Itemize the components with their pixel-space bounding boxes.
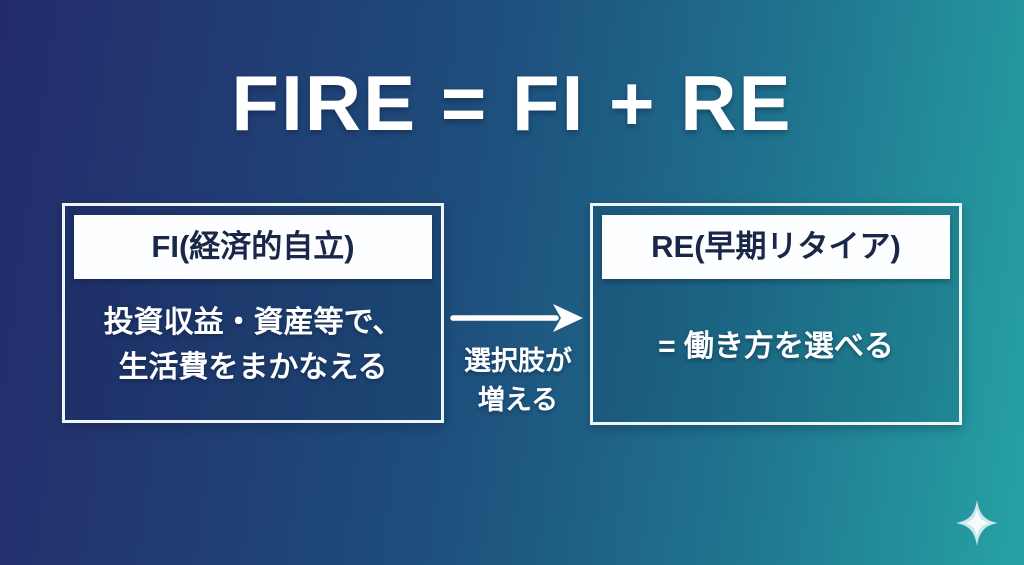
re-box-body: = 働き方を選べる: [602, 279, 950, 413]
slide-title: FIRE = FI + RE: [231, 59, 793, 147]
arrow-label: 選択肢が 増える: [444, 342, 592, 420]
arrow-label-line2: 増える: [477, 385, 559, 416]
fi-box-body-line2: 生活費をまかなえる: [118, 351, 388, 384]
fi-box: FI(経済的自立) 投資収益・資産等で、 生活費をまかなえる: [62, 203, 444, 423]
re-box-body-line: = 働き方を選べる: [658, 329, 894, 363]
fi-box-header: FI(経済的自立): [74, 215, 432, 279]
arrow-label-line1: 選択肢が: [464, 346, 572, 376]
re-box: RE(早期リタイア) = 働き方を選べる: [590, 203, 962, 425]
fi-box-body-line1: 投資収益・資産等で、: [103, 306, 403, 339]
re-box-header: RE(早期リタイア): [602, 215, 950, 279]
arrow-right-icon: [450, 298, 585, 338]
sparkle-icon: [955, 499, 999, 547]
fi-box-body: 投資収益・資産等で、 生活費をまかなえる: [74, 279, 432, 411]
